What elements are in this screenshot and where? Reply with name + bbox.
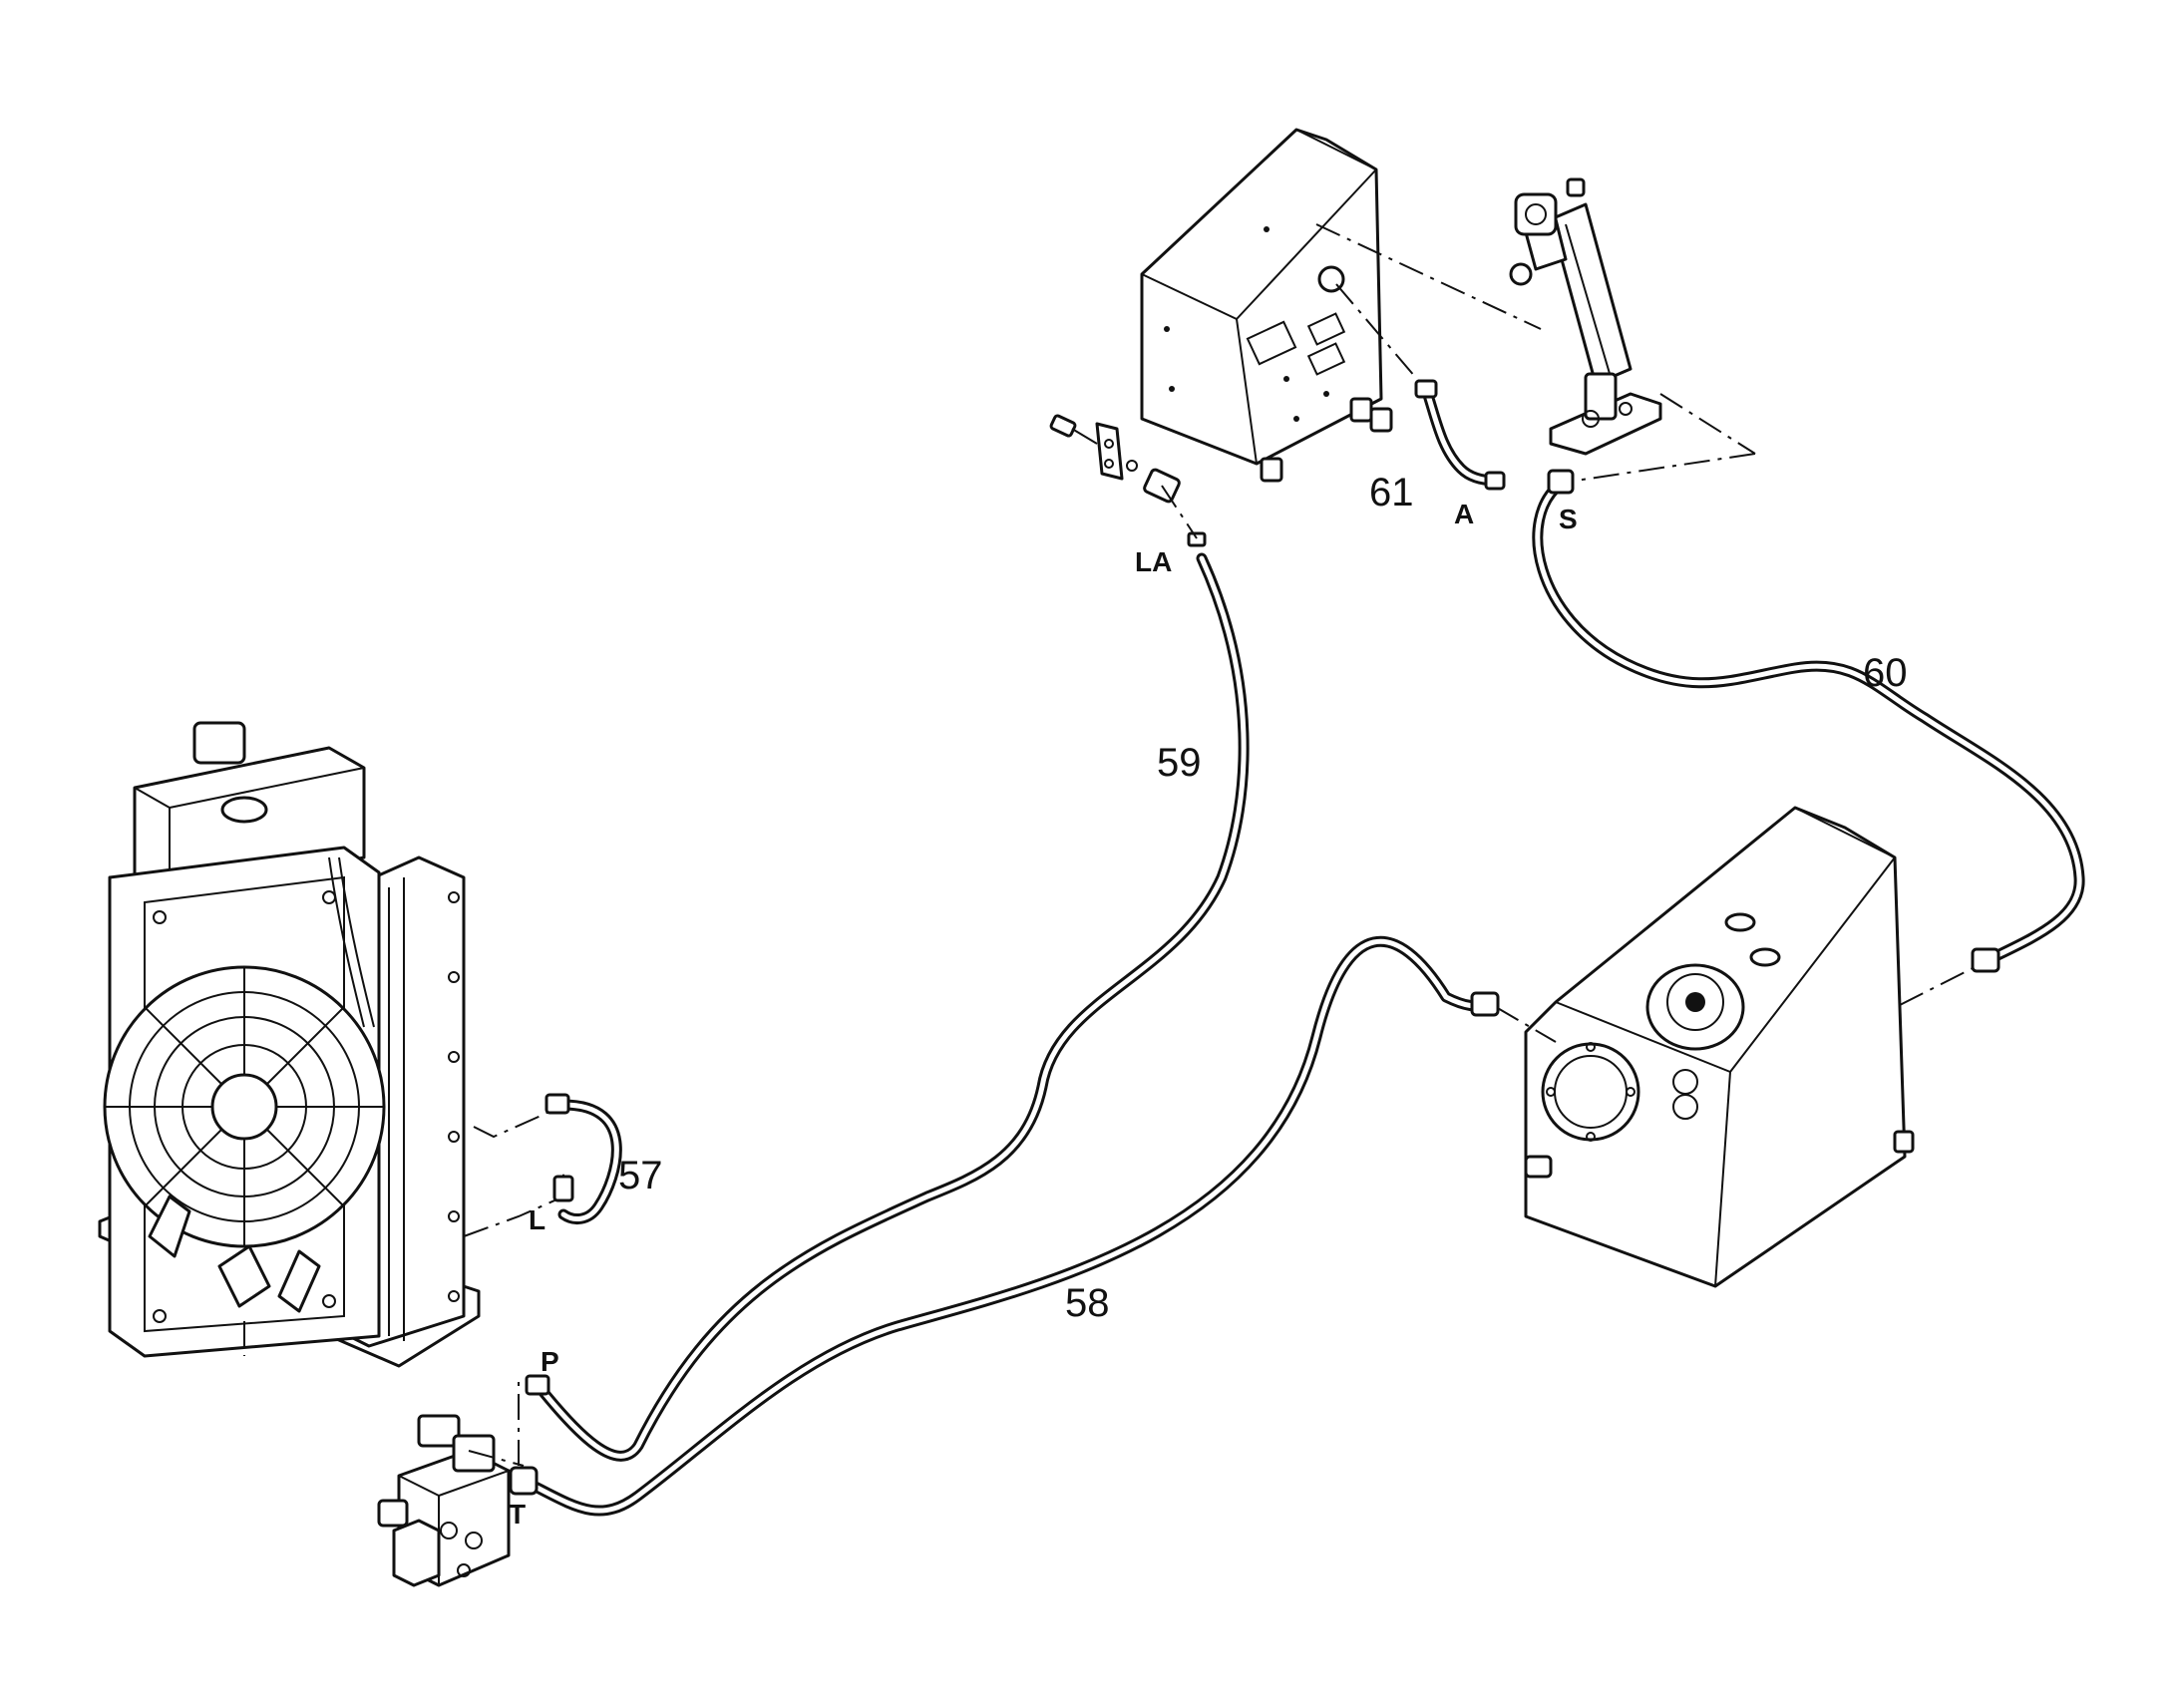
leader-console-pedal (1315, 223, 1542, 330)
callout-57: 57 (618, 1154, 663, 1197)
hydraulic-tank (1524, 806, 1915, 1288)
callout-59: 59 (1157, 741, 1202, 785)
la-bracket-fittings (1049, 414, 1207, 547)
fan-grille (103, 965, 386, 1248)
port-label-l: L (529, 1204, 545, 1235)
leader-la (1161, 485, 1198, 539)
leader-tank-58 (1495, 1006, 1557, 1043)
leader-pedal-s (1555, 453, 1756, 485)
hose-58 (509, 935, 1500, 1517)
pedal-valve (1509, 177, 1662, 456)
port-label-s: S (1559, 504, 1578, 534)
port-label-la: LA (1135, 546, 1172, 577)
callout-60: 60 (1863, 651, 1908, 695)
leader-console-a (1335, 283, 1422, 385)
port-label-a: A (1454, 499, 1474, 529)
leader-57-upper (473, 1104, 564, 1139)
leader-pedal-s-upper (1659, 393, 1756, 455)
valve-block (377, 1414, 511, 1587)
callout-61: 61 (1369, 471, 1414, 514)
control-console (1140, 128, 1393, 483)
hose-61 (1414, 379, 1506, 491)
leader-57-lower (463, 1172, 564, 1237)
leader-t (468, 1450, 525, 1467)
hose-60 (1532, 469, 2085, 973)
hose-59 (525, 552, 1250, 1462)
leader-tank-60 (1899, 961, 1986, 1006)
radiator-fan-assembly (98, 721, 481, 1368)
port-label-t: T (509, 1499, 526, 1530)
callout-58: 58 (1065, 1281, 1110, 1325)
hose-57 (545, 1093, 622, 1224)
port-label-p: P (541, 1346, 559, 1377)
